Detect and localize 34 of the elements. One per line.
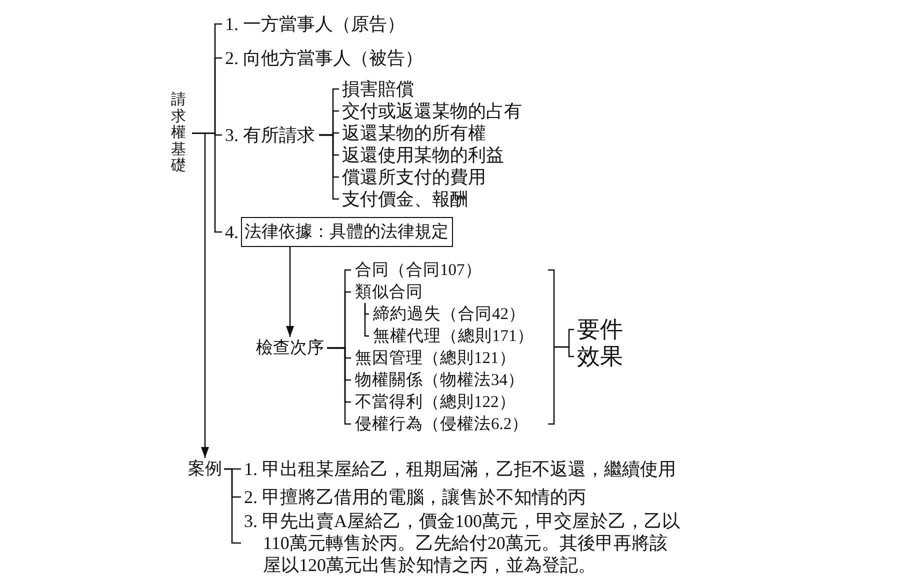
connector-line [327,347,351,425]
claim-item: 交付或返還某物的占有 [339,100,524,122]
branch-label: 1. 一方當事人（原告） [222,13,409,35]
case-text: 2. 甲擅將乙借用的電腦，讓售於不知情的丙 [241,486,586,508]
claim-item: 返還某物的所有權 [339,122,488,144]
basis-item: 無因管理（總則121） [351,347,517,369]
connector-line [554,346,574,358]
framed-label: 法律依據：具體的法律規定 [240,217,452,247]
claim-item: 支付價金、報酬 [339,188,470,210]
claim-item: 償還所支付的費用 [339,166,488,188]
case-heading: 案例 [186,458,224,480]
basis-item: 無權代理（總則171） [369,325,535,347]
arrow [286,247,294,337]
basis-item: 不當得利（總則122） [351,391,517,413]
basis-item: 締約過失（合同42） [369,303,526,325]
claim-item: 返還使用某物的利益 [339,144,506,166]
case-text: 1. 甲出租某屋給乙，租期屆滿，乙拒不返還，繼續使用 [241,458,676,480]
branch-label: 3. 有所請求 [222,124,319,146]
connector-line [319,134,339,200]
basis-item: 合同（合同107） [351,259,483,281]
case-text: 3. 甲先出賣A屋給乙，價金100萬元，甲交屋於乙，乙以110萬元轉售於丙。乙先給付20萬元。其後甲再將該屋以120萬元出售於知情之丙，並為登記。 [241,510,683,576]
basis-item: 類似合同 [351,281,424,303]
basis-item: 物權關係（物權法34） [351,369,526,391]
connector-line [364,303,369,337]
result-label: 要件 [574,316,623,343]
basis-item: 侵權行為（侵權法6.2） [351,413,530,435]
root-label: 請求權基礎 [171,92,192,174]
step-label: 檢查次序 [253,337,327,359]
claim-item: 損害賠償 [339,78,416,100]
result-label: 效果 [574,343,623,370]
arrow [192,132,209,458]
item-number: 4. [224,221,240,243]
connector-line [224,468,241,544]
branch-label: 2. 向他方當事人（被告） [222,47,427,69]
